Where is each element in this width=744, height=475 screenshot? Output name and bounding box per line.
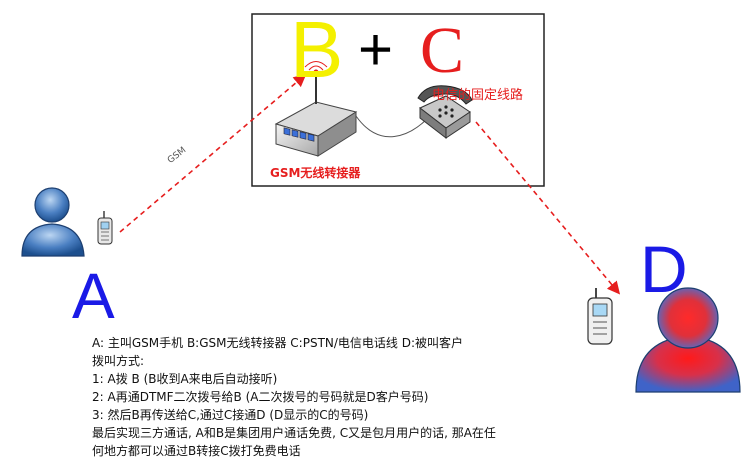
- plus-sign: +: [358, 20, 393, 80]
- label-d: D: [640, 236, 688, 302]
- notes-line: 何地方都可以通过B转接C拨打免费电话: [92, 442, 562, 460]
- fixed-line-label: 电信的固定线路: [432, 84, 523, 103]
- label-b: B: [290, 10, 343, 90]
- notes-line: 1: A拨 B (B收到A来电后自动接听): [92, 370, 562, 388]
- mobile-phone-a-icon: [98, 211, 112, 244]
- notes-line: 3: 然后B再传送给C,通过C接通D (D显示的C的号码): [92, 406, 562, 424]
- gsm-adapter-label: GSM无线转接器: [270, 164, 360, 181]
- notes-block: A: 主叫GSM手机 B:GSM无线转接器 C:PSTN/电信电话线 D:被叫客…: [92, 334, 562, 460]
- person-a-icon: [22, 188, 84, 256]
- notes-line: A: 主叫GSM手机 B:GSM无线转接器 C:PSTN/电信电话线 D:被叫客…: [92, 334, 562, 352]
- label-a: A: [72, 264, 115, 328]
- notes-line: 最后实现三方通话, A和B是集团用户通话免费, C又是包月用户的话, 那A在任: [92, 424, 562, 442]
- notes-line: 拨叫方式:: [92, 352, 562, 370]
- label-c: C: [420, 18, 464, 84]
- notes-line: 2: A再通DTMF二次拨号给B (A二次拨号的号码就是D客户号码): [92, 388, 562, 406]
- mobile-phone-d-icon: [588, 288, 612, 344]
